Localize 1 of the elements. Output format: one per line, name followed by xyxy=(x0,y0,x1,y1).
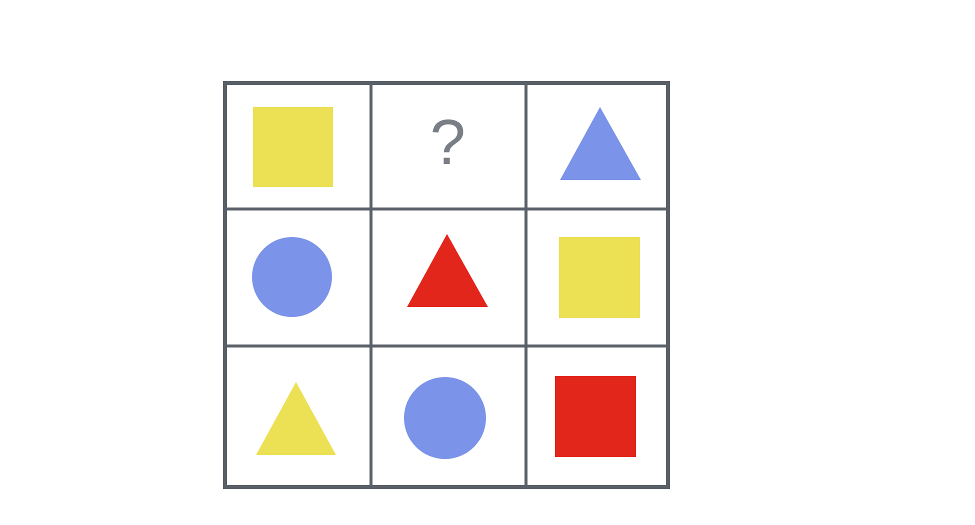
question-mark: ? xyxy=(430,110,466,174)
